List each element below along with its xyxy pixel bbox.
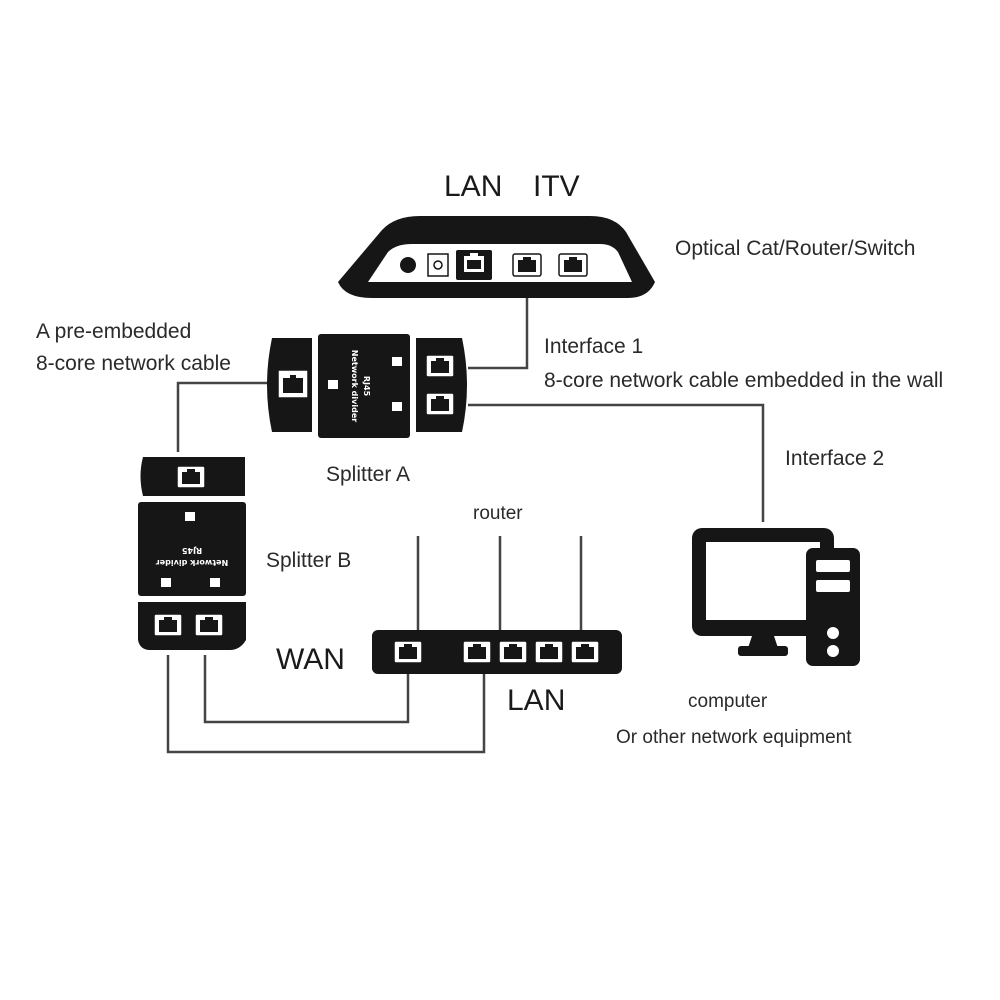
modem-device <box>338 216 655 298</box>
wire-splitter-b-to-router-wan <box>203 655 410 724</box>
modem-caption: Optical Cat/Router/Switch <box>675 237 916 260</box>
modem-lan-label: LAN <box>444 170 503 203</box>
wire-interface-1 <box>468 290 529 370</box>
interface-2-label: Interface 2 <box>785 447 885 470</box>
splitter-a-print-2: Network divider <box>350 350 359 422</box>
router-lan-port-4 <box>570 640 600 664</box>
wire-splitter-b-to-router-lan <box>166 655 486 754</box>
cable-label-line-1: A pre-embedded <box>36 320 192 343</box>
wire-interface-2 <box>468 403 765 522</box>
router-device <box>372 630 622 674</box>
splitter-a-body <box>318 334 410 438</box>
modem-itv-label: ITV <box>533 170 580 203</box>
router-lan-port-1 <box>462 640 492 664</box>
cable-label-line-2: 8-core network cable <box>36 352 231 375</box>
splitter-b-print: RJ45 <box>181 546 202 555</box>
computer-label: computer <box>688 691 768 712</box>
interface-1-label: Interface 1 <box>544 335 644 358</box>
pc-tower-icon <box>806 548 860 666</box>
power-button-icon <box>400 257 416 273</box>
modem-itv-port-2 <box>558 253 588 277</box>
splitter-b-device: RJ45 Network divider <box>138 457 246 650</box>
wires <box>166 290 765 754</box>
dc-jack-icon <box>427 253 449 277</box>
router-lan-label: LAN <box>507 684 566 717</box>
router-wan-label: WAN <box>276 643 345 676</box>
router-lan-port-2 <box>498 640 528 664</box>
splitter-b-print-2: Network divider <box>156 558 228 567</box>
monitor-stand <box>748 636 778 648</box>
router-caption: router <box>473 503 523 524</box>
computer-device <box>692 528 860 666</box>
computer-sublabel: Or other network equipment <box>616 727 852 748</box>
router-wan-port <box>393 640 423 664</box>
modem-itv-port-1 <box>512 253 542 277</box>
splitter-a-print: RJ45 <box>362 376 371 397</box>
splitter-b-body <box>138 502 246 596</box>
wire-pre-embedded-cable <box>176 381 268 452</box>
splitter-a-caption: Splitter A <box>326 463 411 486</box>
interface-1-description: 8-core network cable embedded in the wal… <box>544 369 944 392</box>
splitter-a-device: RJ45 Network divider <box>267 334 467 438</box>
splitter-a-right-cap <box>416 338 467 432</box>
splitter-b-caption: Splitter B <box>266 549 352 572</box>
router-lan-port-3 <box>534 640 564 664</box>
